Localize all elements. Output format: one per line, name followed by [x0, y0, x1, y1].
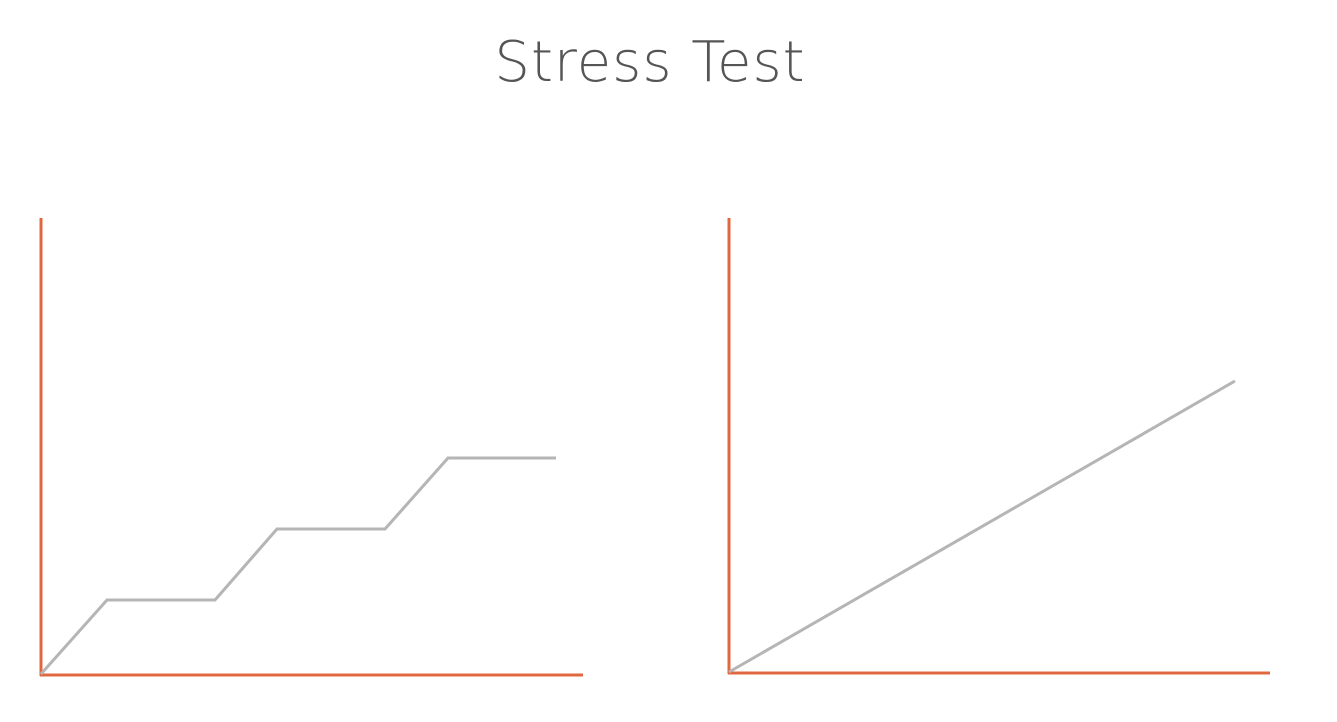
right-panel: [727, 218, 1270, 675]
left-panel: [39, 218, 583, 677]
staircase-load-curve: [39, 456, 556, 675]
linear-load-curve: [728, 379, 1236, 674]
slide-title: Stress Test: [494, 30, 806, 95]
